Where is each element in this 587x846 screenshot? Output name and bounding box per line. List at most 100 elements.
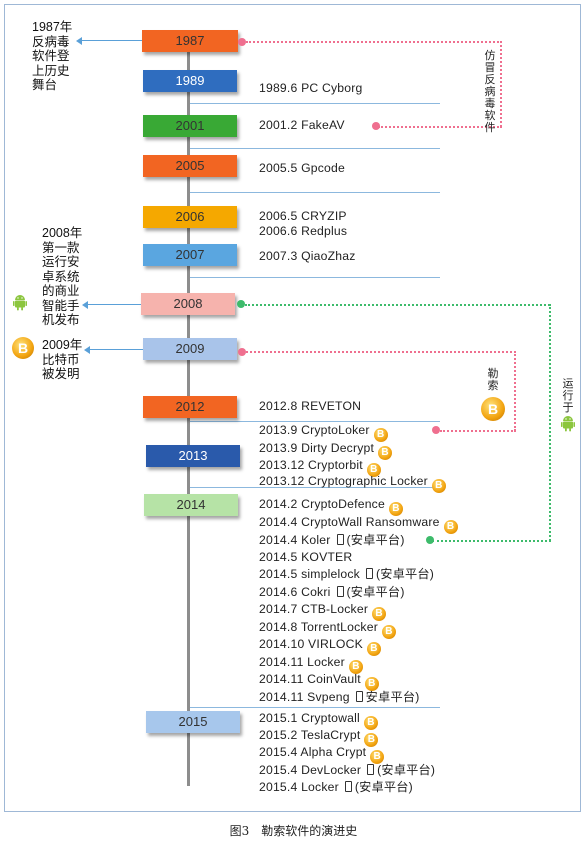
event-item: 2012.8 REVETON (259, 399, 362, 413)
note-2008: 2008年第一款运行安卓系统的商业智能手机发布 (42, 226, 83, 327)
note-connector (80, 40, 142, 41)
bitcoin-icon: B (372, 607, 387, 621)
dotted-connector (246, 41, 502, 43)
bitcoin-icon: B (388, 502, 403, 516)
connector-dot (372, 122, 380, 130)
event-item: 2006.5 CRYZIP (259, 209, 347, 223)
bitcoin-icon: B (443, 520, 458, 534)
android-platform-tag: (安卓平台) (346, 585, 405, 599)
separator (190, 421, 440, 422)
side-label-ransom: 勒索 (487, 368, 499, 394)
event-item: 1989.6 PC Cyborg (259, 81, 363, 95)
bitcoin-icon: B (431, 479, 446, 493)
year-box: 2006 (143, 206, 237, 228)
year-box: 2012 (143, 396, 237, 418)
arrow-head (76, 37, 82, 45)
year-box: 2008 (141, 293, 235, 315)
bitcoin-icon: B (366, 642, 381, 656)
dotted-connector (245, 304, 550, 306)
android-platform-tag: (安卓平台) (346, 533, 405, 547)
connector-dot (237, 300, 245, 308)
separator (190, 707, 440, 708)
year-box: 2001 (143, 115, 237, 137)
dotted-connector (246, 351, 516, 353)
android-icon (561, 416, 575, 432)
event-item: 2014.5 simplelock(安卓平台) (259, 567, 435, 581)
phone-icon (365, 568, 373, 579)
bitcoin-icon: B (364, 677, 379, 691)
connector-dot (432, 426, 440, 434)
event-item: 2001.2 FakeAV (259, 118, 345, 132)
event-item: 2014.4 Koler(安卓平台) (259, 533, 405, 547)
bitcoin-icon: B (363, 716, 378, 730)
arrow-head (84, 346, 90, 354)
event-item: 2015.4 DevLocker(安卓平台) (259, 763, 436, 777)
phone-icon (336, 534, 344, 545)
dotted-connector (378, 126, 502, 128)
dotted-connector (514, 351, 516, 431)
separator (190, 148, 440, 149)
android-platform-tag: 安卓平台) (365, 690, 420, 704)
event-item: 2005.5 Gpcode (259, 161, 345, 175)
android-platform-tag: (安卓平台) (377, 763, 436, 777)
separator (190, 487, 440, 488)
year-box: 1989 (143, 70, 237, 92)
bitcoin-icon: B (370, 750, 385, 764)
note-1987: 1987年反病毒软件登上历史舞台 (32, 20, 73, 92)
connector-dot (238, 348, 246, 356)
note-connector (86, 304, 141, 305)
year-box: 2005 (143, 155, 237, 177)
dotted-connector (500, 41, 502, 127)
bitcoin-icon: B (364, 733, 379, 747)
figure-caption: 图3 勒索软件的演进史 (229, 824, 358, 838)
bitcoin-icon: B (481, 397, 505, 421)
year-box: 2007 (143, 244, 237, 266)
note-connector (88, 349, 143, 350)
bitcoin-icon: B (12, 337, 34, 359)
bitcoin-icon: B (366, 463, 381, 477)
phone-icon (344, 781, 352, 792)
separator (190, 277, 440, 278)
arrow-head (82, 301, 88, 309)
side-label-android: 运行于 (562, 378, 574, 418)
event-item: 2014.6 Cokri(安卓平台) (259, 585, 405, 599)
separator (190, 103, 440, 104)
event-item: 2007.3 QiaoZhaz (259, 249, 356, 263)
dotted-connector (432, 540, 551, 542)
event-item: 2014.5 KOVTER (259, 550, 353, 564)
connector-dot (238, 38, 246, 46)
year-box: 2014 (144, 494, 238, 516)
note-2009: 2009年比特币被发明 (42, 338, 83, 381)
bitcoin-icon: B (381, 625, 396, 639)
phone-icon (367, 764, 375, 775)
dotted-connector (440, 430, 516, 432)
dotted-connector (549, 304, 551, 541)
connector-dot (426, 536, 434, 544)
bitcoin-icon: B (373, 428, 388, 442)
android-icon (13, 295, 27, 311)
bitcoin-icon: B (378, 446, 393, 460)
event-item: 2006.6 Redplus (259, 224, 348, 238)
phone-icon (336, 586, 344, 597)
year-box: 2013 (146, 445, 240, 467)
year-box: 2009 (143, 338, 237, 360)
year-box: 1987 (142, 30, 238, 52)
separator (190, 192, 440, 193)
android-platform-tag: (安卓平台) (375, 567, 435, 581)
event-item: 2015.4 Locker(安卓平台) (259, 780, 413, 794)
